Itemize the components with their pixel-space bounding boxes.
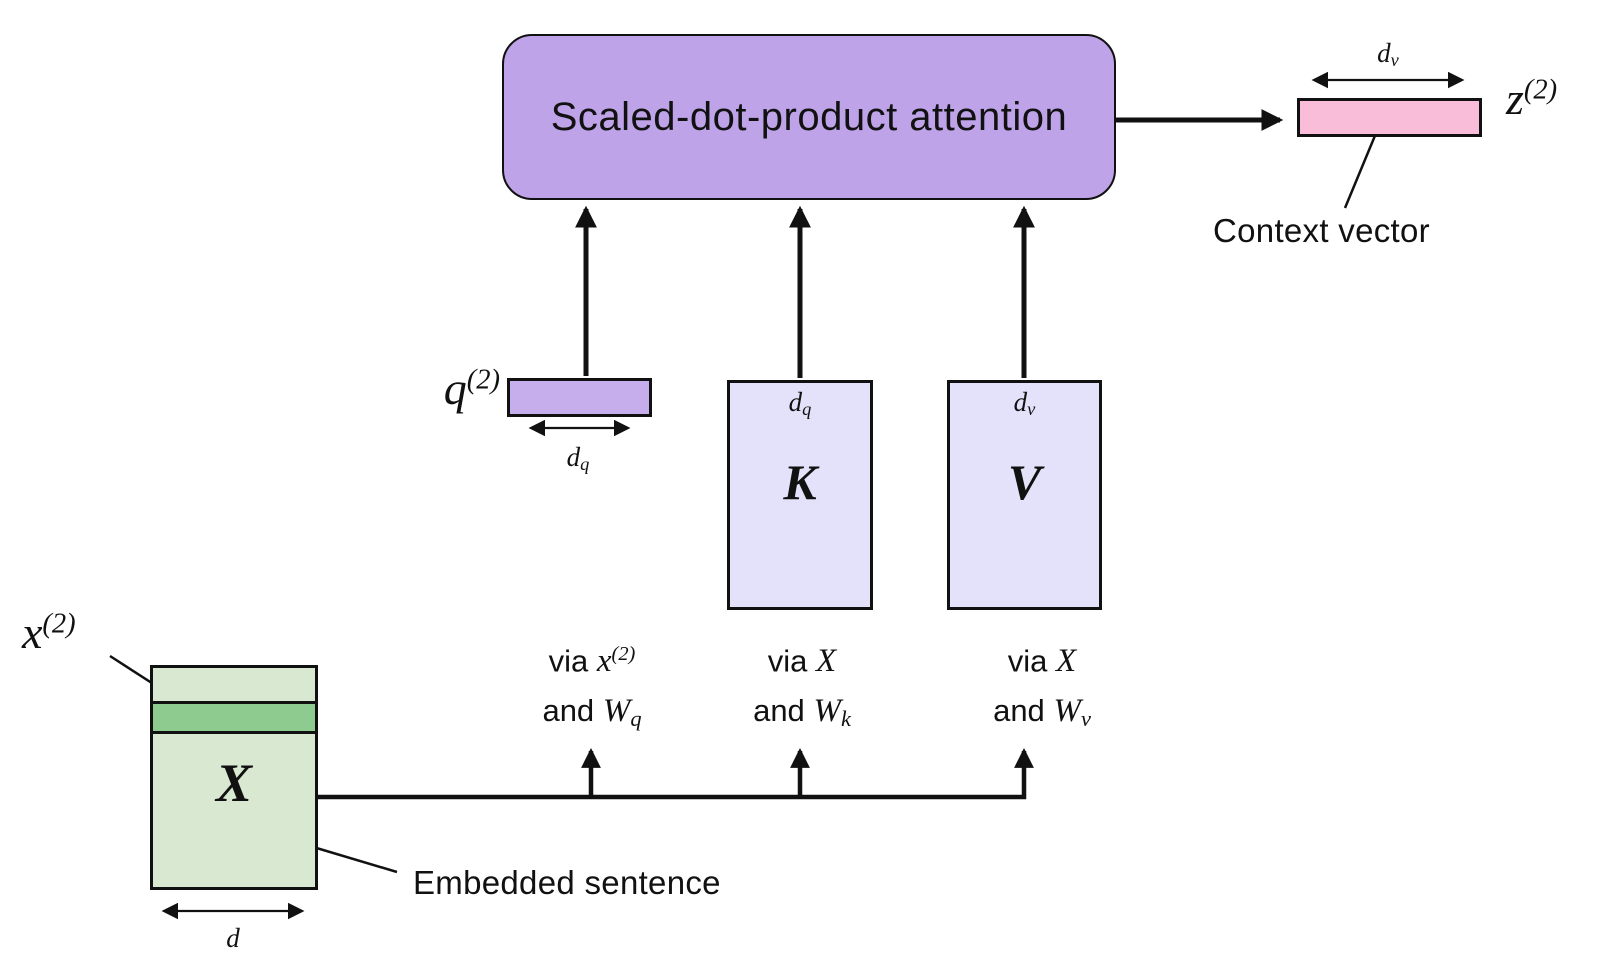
context-vector-caption: Context vector: [1213, 212, 1430, 249]
dq-key-dim-label: dq: [788, 387, 812, 420]
x-row-highlight: [153, 701, 315, 734]
via-label-key: via X and Wk: [692, 630, 912, 743]
x-row-label: x(2): [22, 607, 76, 658]
via-label-value-line1: via X: [1007, 643, 1077, 680]
via-label-query-line2: and Wq: [542, 693, 642, 732]
via-label-value: via X and Wv: [932, 630, 1152, 743]
via-label-key-line2: and Wk: [753, 693, 851, 732]
value-matrix-rect: dv V: [947, 380, 1102, 610]
via-label-query-line1: via x(2): [548, 643, 636, 680]
attention-box: Scaled-dot-product attention: [502, 34, 1116, 200]
context-caption-line: [1343, 125, 1381, 209]
via-label-query: via x(2) and Wq: [482, 630, 702, 743]
attention-box-label: Scaled-dot-product attention: [550, 94, 1068, 139]
context-vector-rect: [1297, 98, 1482, 137]
query-vector-rect: [507, 378, 652, 417]
dv-value-dim-label: dv: [1013, 387, 1036, 420]
x-matrix-label: X: [215, 753, 253, 813]
via-label-key-line1: via X: [767, 643, 837, 680]
embedded-matrix-rect: X: [150, 665, 318, 890]
dq-query-dim-label: dq: [566, 442, 590, 475]
z-output-label: z(2): [1506, 73, 1558, 124]
via-label-value-line2: and Wv: [993, 693, 1091, 732]
q-label: q(2): [443, 363, 500, 414]
v-matrix-label: V: [1007, 454, 1042, 510]
dv-output-dim-label: dv: [1377, 38, 1399, 71]
d-embedded-dim-label: d: [226, 923, 240, 953]
key-matrix-rect: dq K: [727, 380, 873, 610]
embedded-sentence-caption: Embedded sentence: [413, 864, 721, 901]
k-matrix-label: K: [783, 454, 817, 510]
